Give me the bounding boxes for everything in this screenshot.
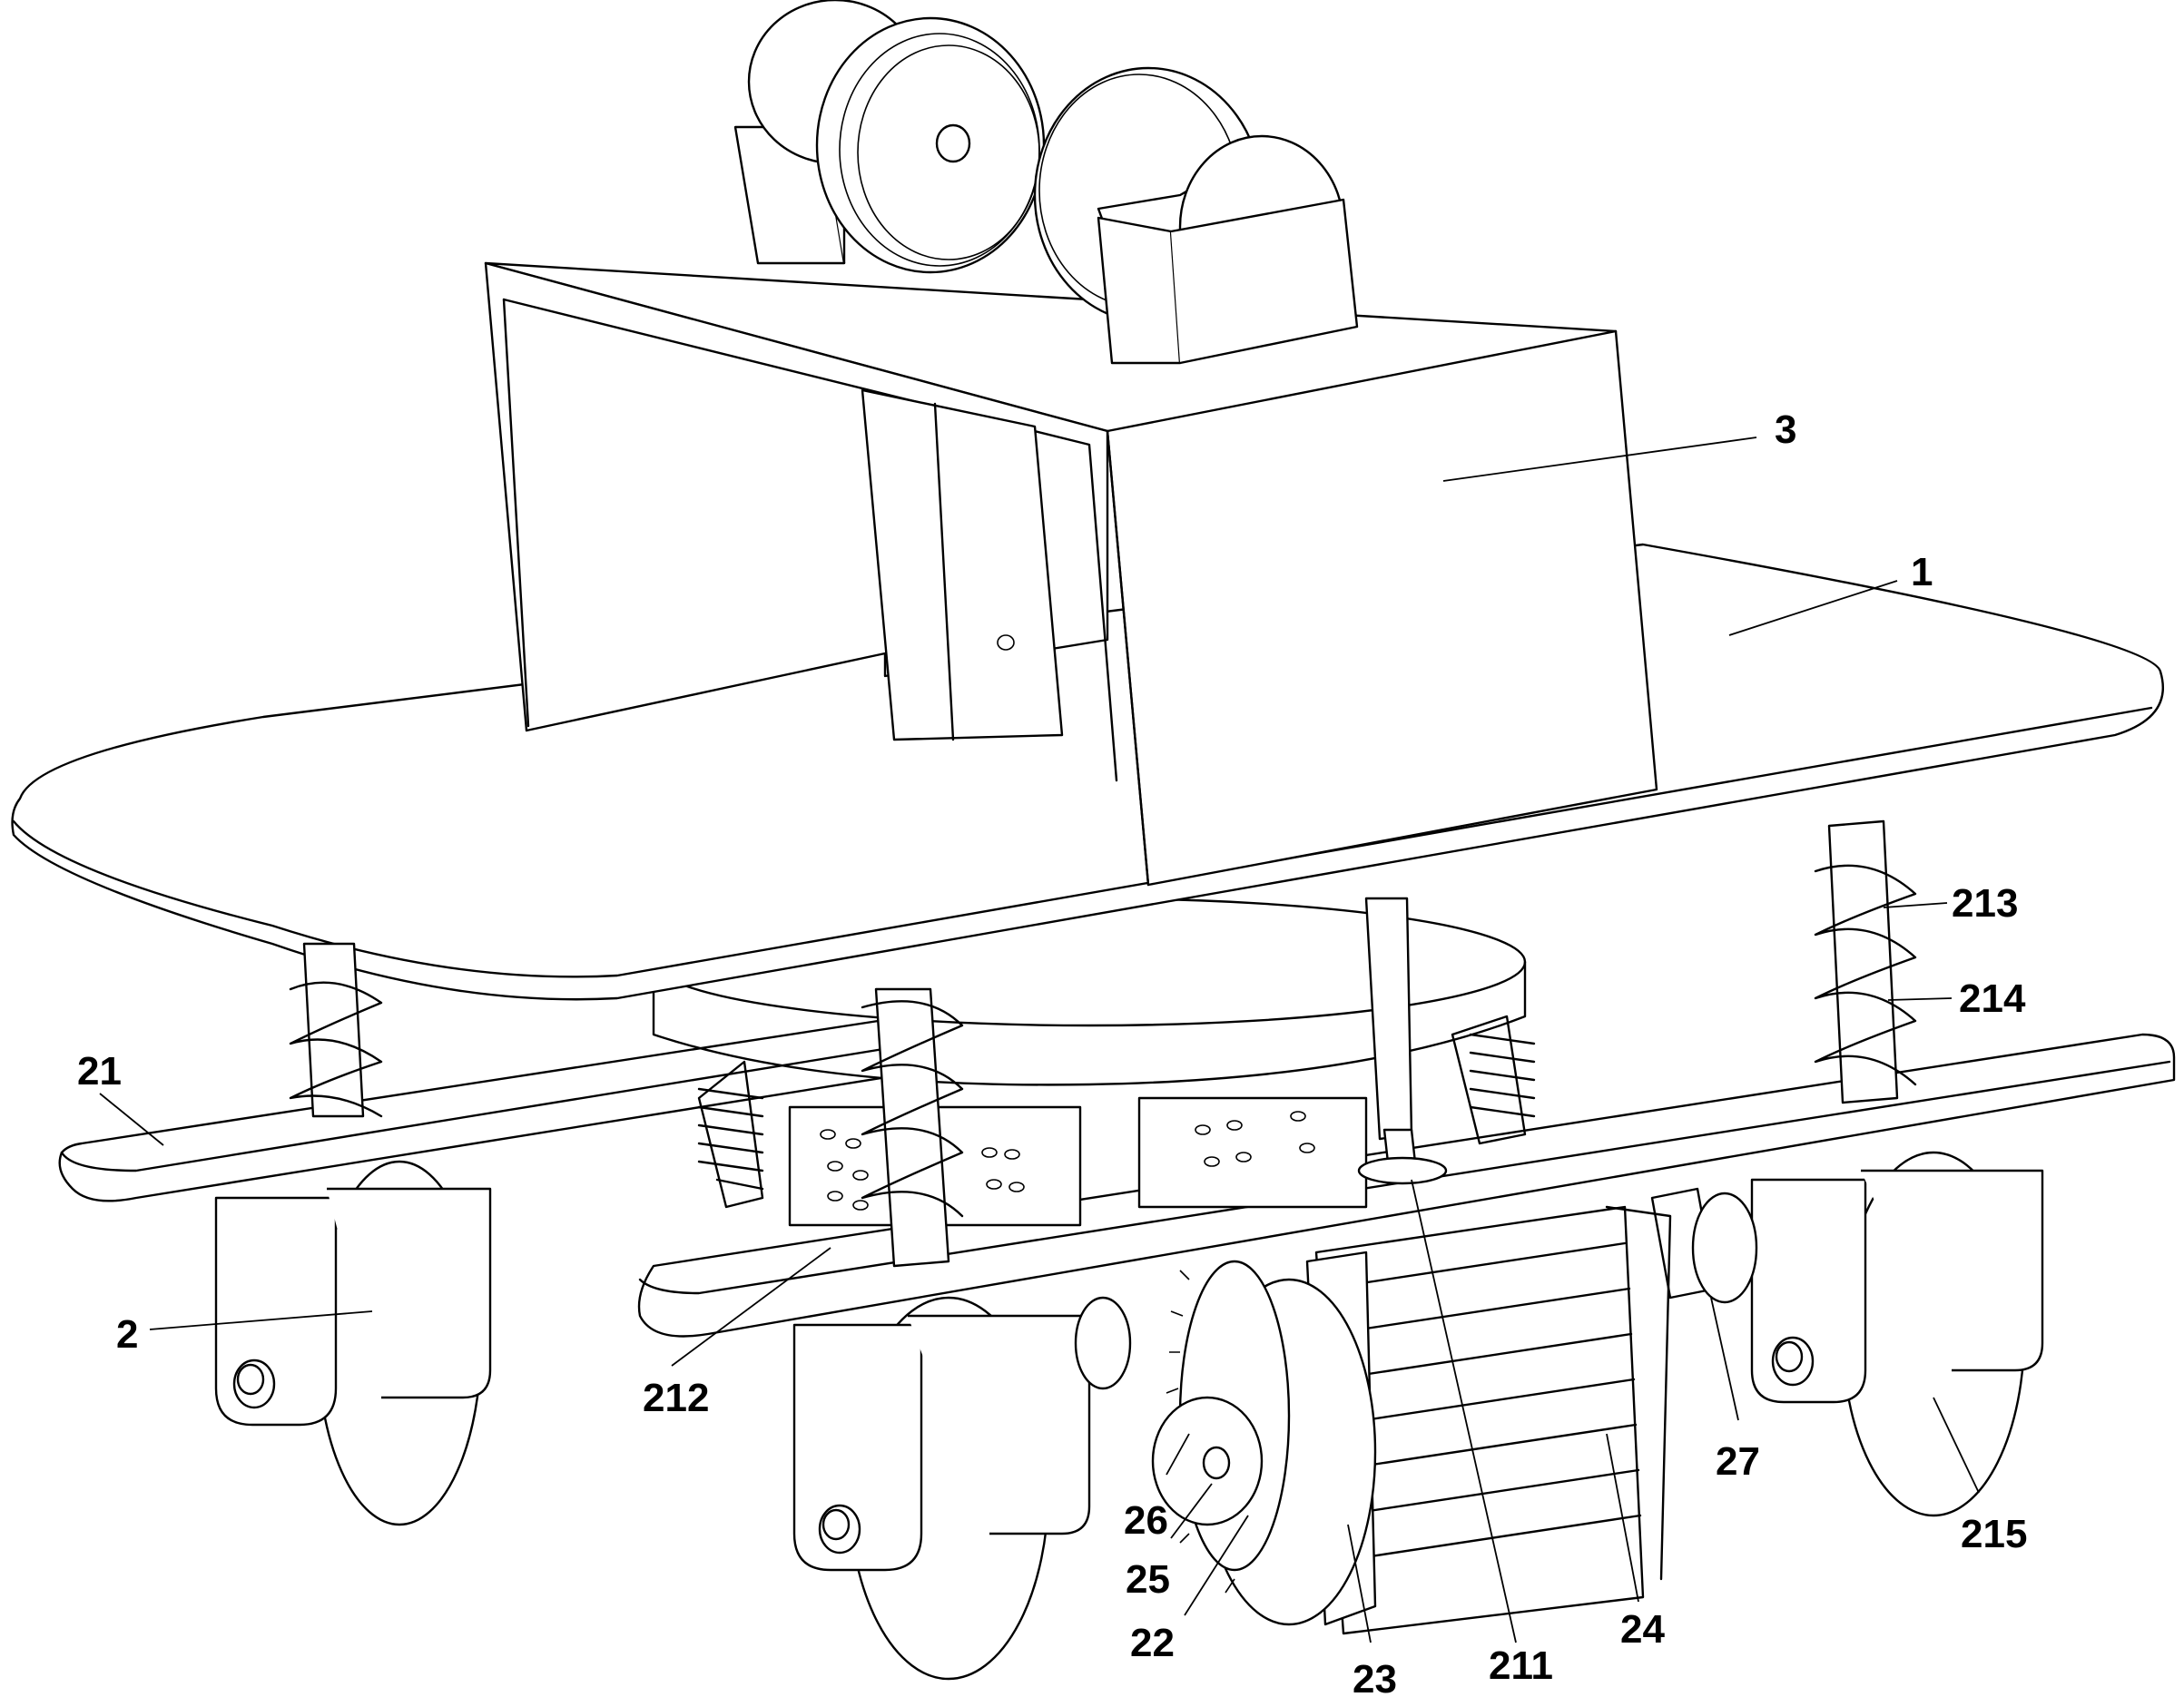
spring-left <box>289 942 383 1118</box>
drum-24 <box>1314 1205 1672 1635</box>
shaft-211 <box>1357 897 1448 1185</box>
rear-wheel-215 <box>1750 1151 2044 1517</box>
spring-center <box>861 987 964 1268</box>
label-25: 25 <box>1126 1557 1170 1602</box>
lower-frame-212 <box>637 1033 2176 1338</box>
label-1: 1 <box>1911 550 1933 594</box>
label-214: 214 <box>1959 976 2026 1021</box>
label-212: 212 <box>643 1376 709 1420</box>
rear-wheel-2 <box>214 1160 492 1526</box>
callouts: 3 1 213 214 21 2 212 27 215 26 25 22 23 … <box>77 407 2027 1697</box>
spring-right <box>1814 819 1917 1104</box>
cutter-teeth <box>820 1111 1315 1211</box>
label-27: 27 <box>1716 1439 1760 1484</box>
label-26: 26 <box>1124 1498 1168 1543</box>
box-3 <box>484 261 1658 887</box>
leader-lines <box>99 437 1980 1643</box>
label-2: 2 <box>116 1312 138 1357</box>
label-22: 22 <box>1130 1621 1175 1665</box>
label-213: 213 <box>1952 881 2018 926</box>
label-24: 24 <box>1620 1607 1665 1652</box>
label-215: 215 <box>1961 1512 2027 1556</box>
label-23: 23 <box>1353 1657 1397 1697</box>
motor-right <box>1033 66 1359 365</box>
label-21: 21 <box>77 1049 122 1094</box>
front-wheel <box>792 1296 1091 1681</box>
label-3: 3 <box>1775 407 1796 452</box>
motor-left <box>733 0 1046 274</box>
gear-25 <box>1151 1396 1264 1526</box>
label-211: 211 <box>1489 1643 1553 1688</box>
